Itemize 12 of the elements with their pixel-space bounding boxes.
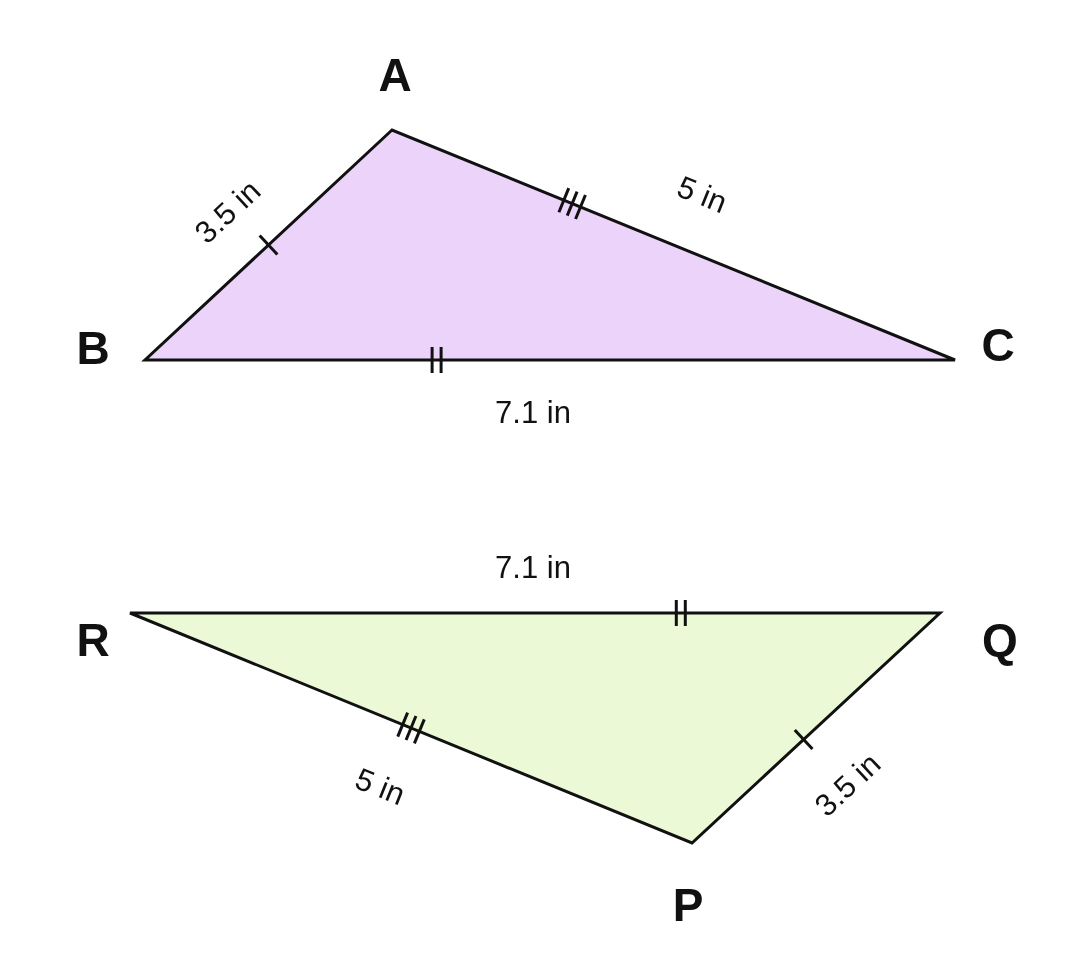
- side-length-label: 7.1 in: [495, 395, 571, 431]
- vertex-label: Q: [982, 613, 1018, 667]
- side-length-label: 5 in: [672, 168, 732, 222]
- vertex-label: C: [981, 318, 1015, 372]
- side-length-label: 3.5 in: [808, 745, 888, 825]
- vertex-label: R: [76, 613, 110, 667]
- vertex-label: A: [378, 48, 412, 102]
- side-length-label: 3.5 in: [188, 172, 268, 252]
- side-length-label: 5 in: [350, 760, 410, 814]
- side-length-label: 7.1 in: [495, 550, 571, 586]
- vertex-label: B: [76, 321, 110, 375]
- vertex-label: P: [672, 878, 704, 932]
